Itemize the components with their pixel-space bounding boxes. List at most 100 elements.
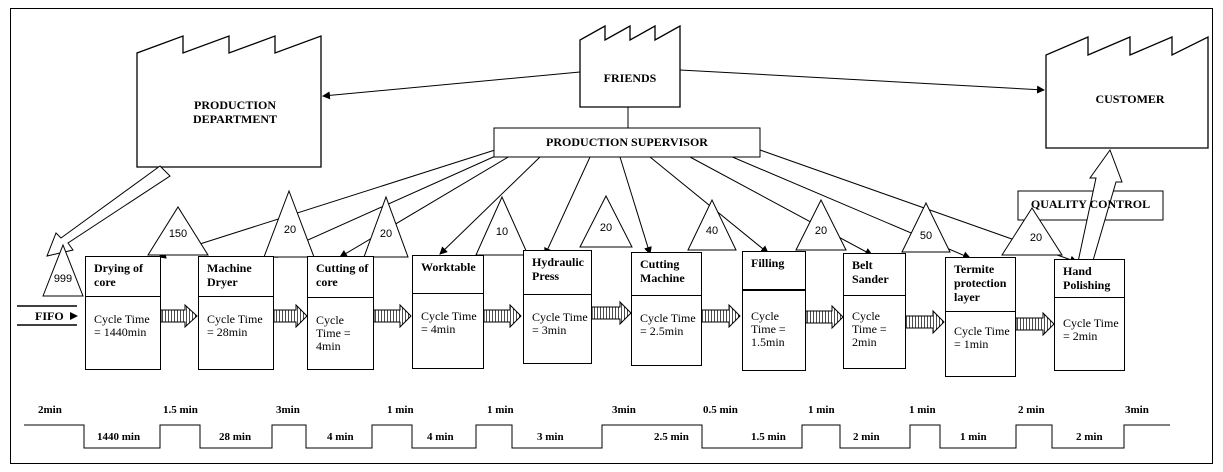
timeline-wait-label: 2 min (1018, 404, 1045, 416)
production-shipment-arrow (46, 165, 171, 257)
timeline-wait-label: 2min (38, 404, 62, 416)
process-cycle-time: Cycle Time = 2min (852, 309, 887, 349)
process-box-filling: Filling Cycle Time = 1.5min (742, 251, 806, 371)
timeline-process-label: 2 min (1076, 431, 1103, 443)
friends-to-customer-arrow (679, 69, 1045, 94)
process-box-termite-protection-layer: Termite protection layer Cycle Time = 1m… (945, 257, 1016, 377)
fifo-arrow-icon (70, 312, 78, 320)
inventory-triangle (363, 195, 409, 258)
push-arrow-icon (1015, 311, 1055, 337)
process-box-worktable: Worktable Cycle Time = 4min (412, 255, 484, 369)
timeline-wait-label: 0.5 min (703, 404, 738, 416)
process-name: Belt Sander (852, 258, 889, 286)
timeline-wait-label: 1 min (909, 404, 936, 416)
process-cycle-time: Cycle Time = 2.5min (640, 311, 696, 338)
process-name: Machine Dryer (207, 261, 252, 289)
process-box-hydraulic-press: Hydraulic Press Cycle Time = 3min (523, 250, 592, 364)
inventory-label: 20 (814, 225, 828, 237)
timeline-wait-label: 1 min (487, 404, 514, 416)
customer-factory-icon (1045, 35, 1209, 149)
process-box-drying-of-core: Drying of core Cycle Time = 1440min (85, 256, 161, 370)
timeline-process-label: 4 min (327, 431, 354, 443)
inventory-triangle (579, 194, 633, 248)
timeline-wait-label: 3min (612, 404, 636, 416)
inventory-triangle (901, 201, 951, 253)
process-name: Filling (751, 256, 785, 270)
inventory-label: 50 (919, 230, 933, 242)
process-box-cutting-machine: Cutting Machine Cycle Time = 2.5min (631, 252, 702, 366)
quality-to-customer-arrow (1077, 148, 1123, 265)
timeline-process-label: 1.5 min (751, 431, 786, 443)
process-name: Hand Polishing (1063, 264, 1111, 292)
process-cycle-time: Cycle Time = 2min (1063, 316, 1119, 343)
timeline-wait-label: 3min (1125, 404, 1149, 416)
timeline-process-label: 1440 min (97, 431, 141, 443)
process-cycle-time: Cycle Time = 1.5min (751, 309, 786, 349)
process-box-machine-dryer: Machine Dryer Cycle Time = 28min (198, 256, 274, 370)
push-arrow-icon (483, 303, 522, 329)
process-cycle-time: Cycle Time = 4min (316, 313, 351, 353)
inventory-triangle (795, 198, 847, 251)
process-cycle-time: Cycle Time = 1min (954, 324, 1010, 351)
push-arrow-icon (905, 309, 945, 335)
inventory-triangles (42, 189, 1063, 297)
process-name: Cutting of core (316, 261, 369, 289)
production-supervisor-box (493, 127, 761, 158)
inventory-label: 20 (283, 224, 297, 236)
inventory-triangle (147, 206, 209, 256)
inventory-label: 999 (53, 273, 73, 285)
diagram-frame (10, 8, 1213, 464)
friends-factory-icon (579, 24, 681, 108)
process-cycle-time: Cycle Time = 4min (421, 309, 477, 336)
push-arrow-icon (273, 303, 308, 329)
production-supervisor-label: PRODUCTION SUPERVISOR (546, 135, 708, 149)
process-box-cutting-of-core: Cutting of core Cycle Time = 4min (307, 256, 374, 370)
inventory-label: 20 (599, 222, 613, 234)
inventory-label: 20 (379, 228, 393, 240)
timeline-process-label: 4 min (427, 431, 454, 443)
process-name: Hydraulic Press (532, 255, 585, 283)
inventory-triangle (687, 198, 737, 251)
customer-label: CUSTOMER (1095, 92, 1165, 106)
inventory-label: 40 (705, 225, 719, 237)
timeline-process-label: 1 min (960, 431, 987, 443)
production-department-factory-icon (136, 35, 322, 168)
process-box-belt-sander: Belt Sander Cycle Time = 2min (843, 253, 906, 369)
inventory-label: 150 (168, 228, 188, 240)
timeline-wait-label: 3min (276, 404, 300, 416)
inventory-label: 20 (1029, 232, 1043, 244)
timeline-wait-label: 1 min (387, 404, 414, 416)
inventory-triangle (263, 189, 315, 258)
timeline-process-label: 2.5 min (654, 431, 689, 443)
push-arrow-icon (805, 304, 844, 330)
process-name: Termite protection layer (954, 262, 1007, 304)
process-name: Worktable (421, 260, 476, 274)
process-cycle-time: Cycle Time = 1440min (94, 312, 150, 339)
friends-to-production-arrow (322, 71, 581, 100)
push-arrow-icon (160, 303, 198, 329)
timeline-wait-label: 1.5 min (163, 404, 198, 416)
process-box-hand-polishing: Hand Polishing Cycle Time = 2min (1054, 259, 1125, 371)
process-name: Drying of core (94, 261, 143, 289)
inventory-triangle (475, 195, 529, 256)
inventory-triangle (42, 243, 84, 297)
quality-control-label: QUALITY CONTROL (1030, 197, 1151, 211)
timeline-process-label: 3 min (537, 431, 564, 443)
timeline-process-label: 28 min (219, 431, 252, 443)
push-arrow-icon (373, 303, 412, 329)
friends-label: FRIENDS (603, 71, 657, 85)
timeline-process-label: 2 min (853, 431, 880, 443)
process-name: Cutting Machine (640, 257, 685, 285)
inventory-triangle (1001, 207, 1063, 256)
process-cycle-time: Cycle Time = 28min (207, 312, 263, 339)
push-arrows (160, 300, 1055, 337)
inventory-label: 10 (495, 226, 509, 238)
push-arrow-icon (591, 300, 632, 326)
process-cycle-time: Cycle Time = 3min (532, 310, 588, 337)
push-arrow-icon (701, 303, 741, 329)
production-department-label: PRODUCTION DEPARTMENT (192, 98, 278, 126)
fifo-label: FIFO (33, 309, 66, 323)
timeline-wait-label: 1 min (808, 404, 835, 416)
timeline-line (24, 424, 1170, 449)
